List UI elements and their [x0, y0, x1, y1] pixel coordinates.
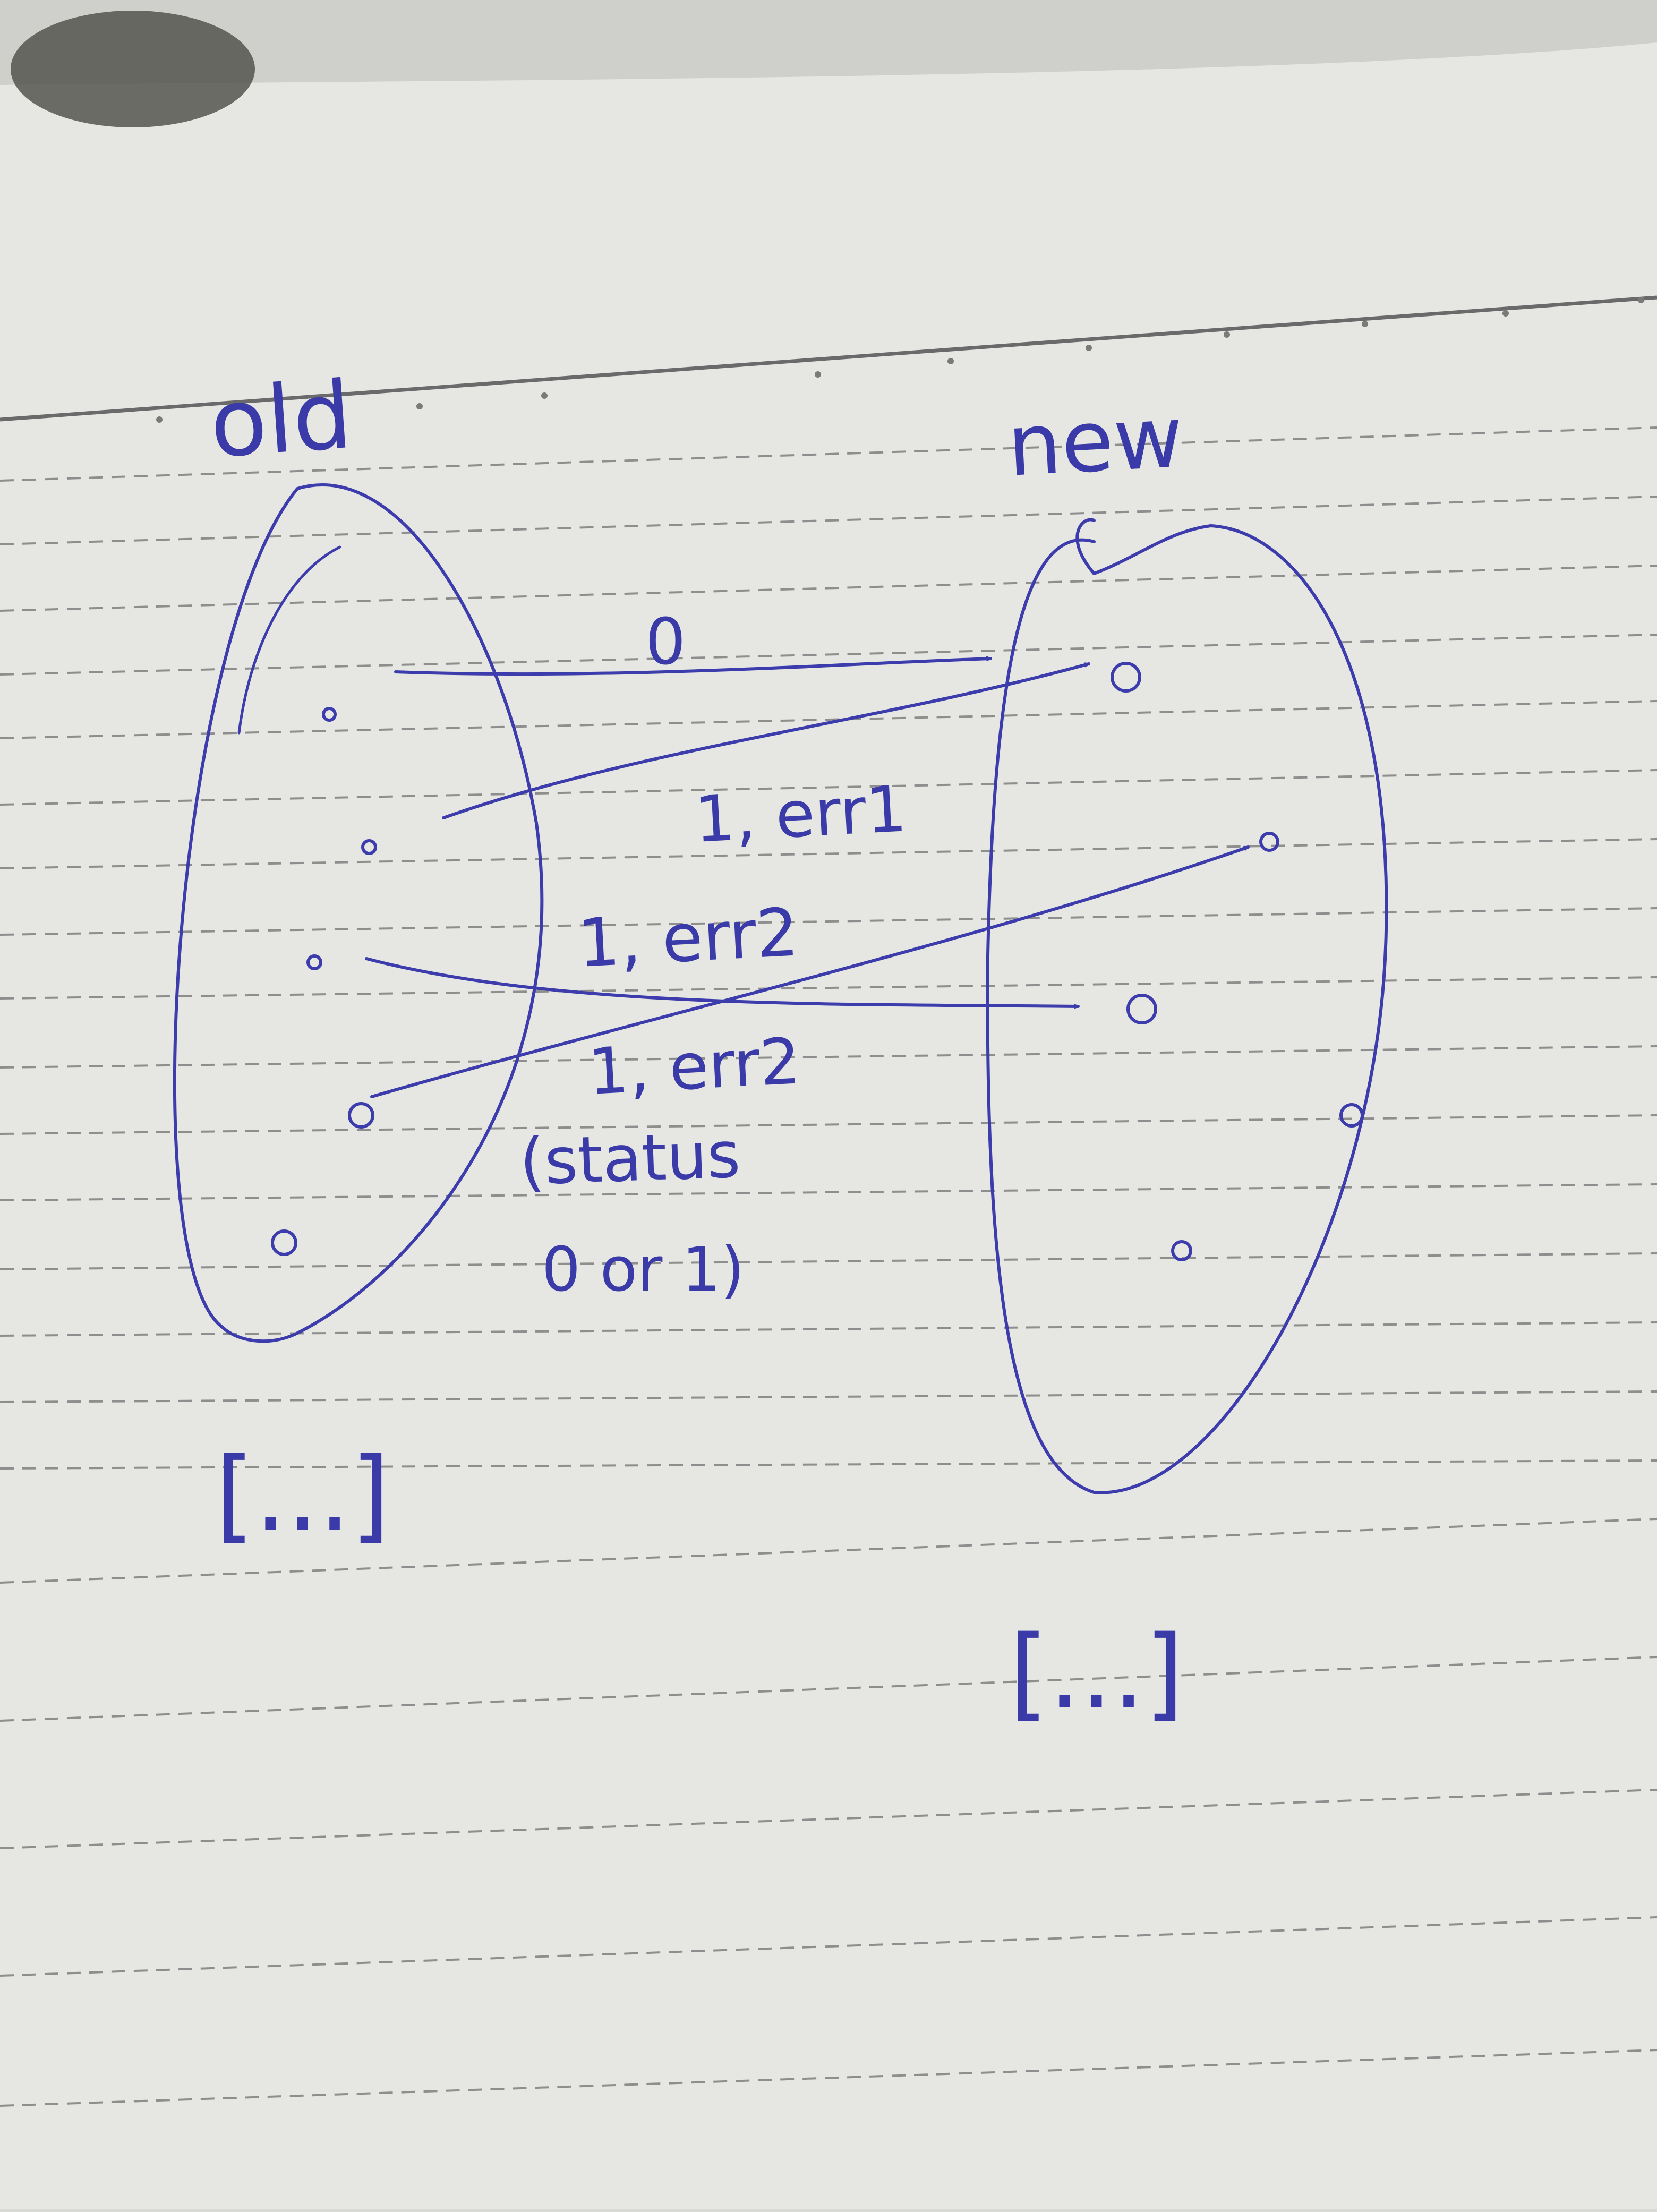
rule-line	[0, 2049, 1657, 2107]
page-shadow	[0, 0, 1657, 85]
new-element-4	[1339, 1103, 1364, 1128]
old-set-elements	[271, 707, 377, 1256]
mapping-arrow	[370, 845, 1250, 1098]
edge-label: 1, err1	[693, 772, 908, 857]
new-set-title: new	[1005, 387, 1185, 496]
top-margin-line	[0, 295, 1657, 422]
old-element-1	[322, 707, 337, 722]
mapping-arrow	[365, 957, 1080, 1006]
edge-label: 1, err2	[586, 1024, 802, 1109]
rule-line	[0, 1252, 1657, 1270]
old-element-5	[271, 1229, 297, 1256]
rule-line	[0, 1114, 1657, 1135]
new-element-3	[1126, 994, 1157, 1024]
new-set-footer: [...]	[1009, 1614, 1184, 1731]
new-element-1	[1111, 662, 1141, 693]
rule-line	[0, 838, 1657, 869]
rule-line	[0, 1656, 1657, 1722]
old-set-title: old	[207, 362, 355, 479]
old-set-footer: [...]	[215, 1436, 390, 1553]
edge-label: 0	[645, 605, 686, 679]
new-set-boundary	[986, 518, 1388, 1494]
rule-line	[0, 565, 1657, 612]
rule-line	[0, 1459, 1657, 1470]
rule-line	[0, 426, 1657, 482]
old-set-boundary	[173, 483, 544, 1343]
rule-line	[0, 1045, 1657, 1069]
rule-line	[0, 496, 1657, 545]
new-element-5	[1171, 1240, 1192, 1261]
new-element-2	[1259, 832, 1279, 852]
rule-line	[0, 1390, 1657, 1403]
rule-line	[0, 976, 1657, 1000]
status-note-line-2: 0 or 1)	[542, 1234, 745, 1305]
old-element-4	[348, 1102, 374, 1129]
rule-line	[0, 1789, 1657, 1849]
rule-line	[0, 634, 1657, 676]
rule-line	[0, 907, 1657, 936]
rule-line	[0, 1916, 1657, 1977]
thumb-shadow	[11, 11, 255, 127]
mapping-arrow	[442, 664, 1090, 819]
old-set-inner-stroke	[237, 545, 341, 735]
new-set-elements	[1111, 662, 1364, 1261]
handwritten-diagram: old new 0 1, err1 1, err2	[173, 362, 1388, 1731]
status-note-line-1: (status	[518, 1118, 741, 1200]
rule-line	[0, 769, 1657, 806]
old-element-3	[306, 954, 322, 970]
edge-label: 1, err2	[576, 894, 800, 983]
rule-line	[0, 1183, 1657, 1201]
margin-dots	[156, 297, 1644, 423]
rule-line	[0, 1518, 1657, 1584]
mapping-arrow	[394, 659, 992, 676]
rule-line	[0, 700, 1657, 739]
ruled-lines	[0, 426, 1657, 2107]
rule-line	[0, 1321, 1657, 1337]
old-element-2	[361, 839, 377, 855]
